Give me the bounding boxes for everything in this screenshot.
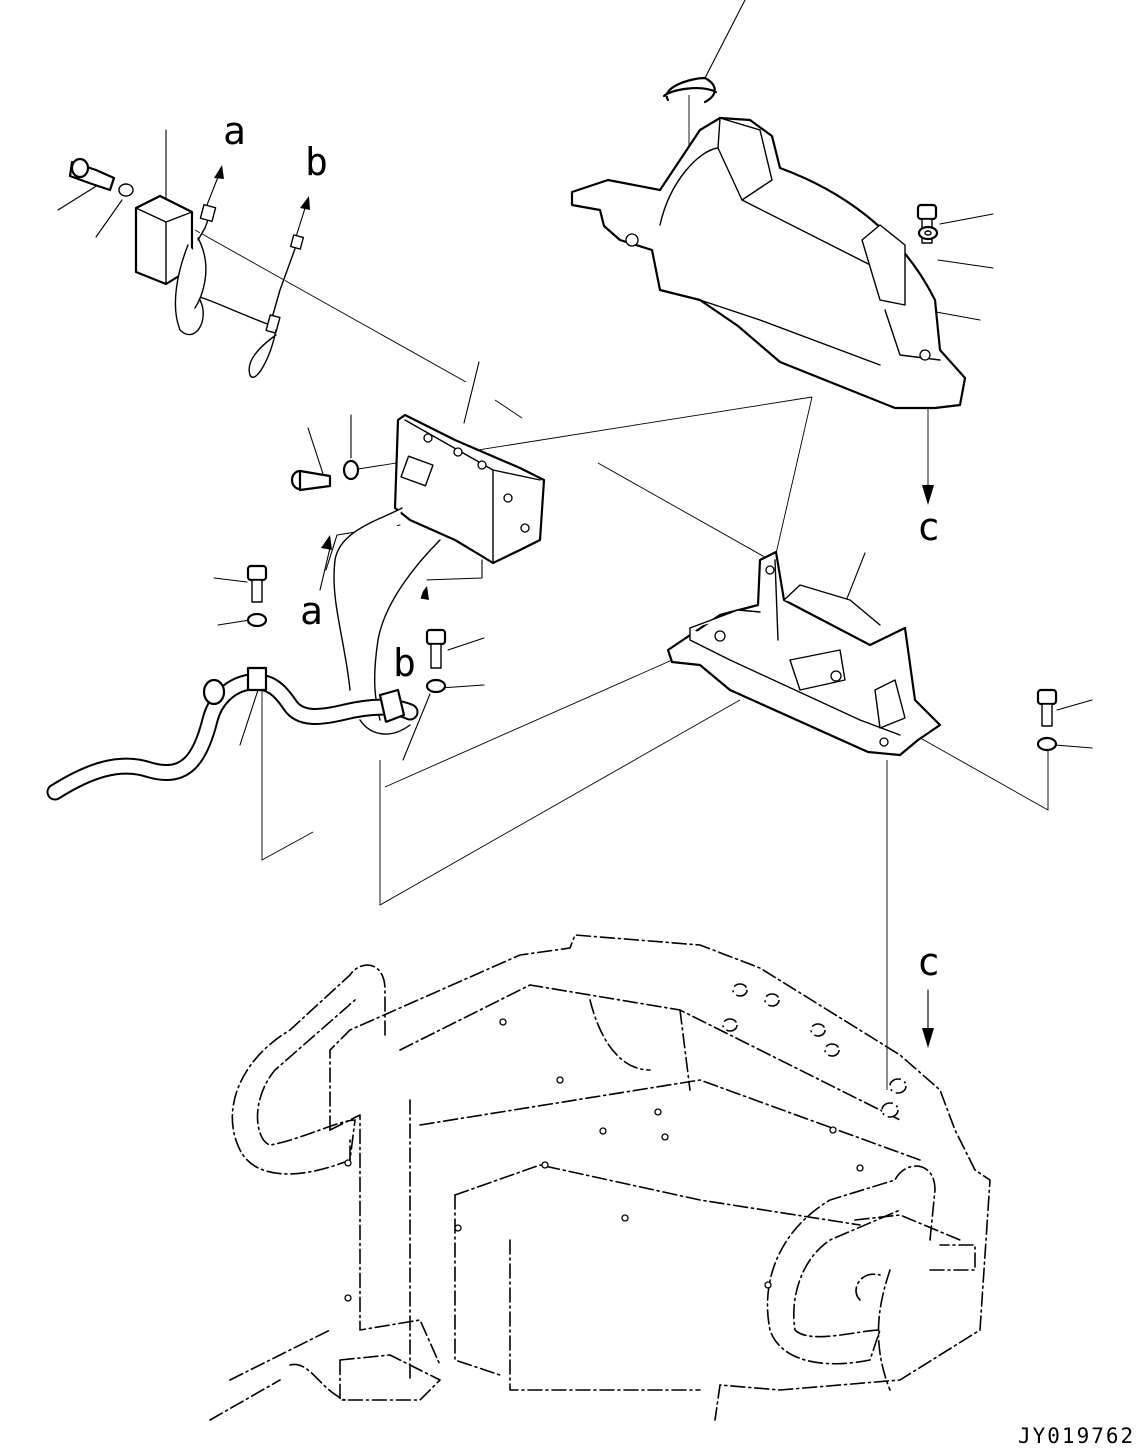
relay-box-icon — [68, 157, 305, 378]
callout-b-top: b — [305, 140, 328, 184]
drawing-code: JY019762 — [1018, 1424, 1135, 1448]
mounting-bracket-icon — [666, 550, 942, 757]
bolt-icon — [290, 469, 332, 492]
callout-c-lower: c — [917, 940, 940, 984]
washer-icon — [917, 225, 939, 241]
washer-icon — [246, 612, 447, 694]
cover-icon — [570, 76, 967, 410]
washer-icon — [342, 459, 360, 481]
bolt-icon — [1036, 688, 1058, 727]
machine-frame-icon — [209, 934, 991, 1421]
harness-clamp-icon — [246, 666, 411, 735]
callout-c-upper: c — [917, 505, 940, 549]
callout-a-top: a — [223, 109, 246, 153]
callout-a-lower: a — [300, 589, 323, 633]
callout-b-lower: b — [393, 641, 416, 685]
washer-icon — [1036, 736, 1058, 752]
bolt-icon — [246, 564, 447, 669]
hose-icon — [46, 673, 419, 801]
controller-icon — [333, 413, 546, 721]
callout-letters: a b a b c c — [223, 109, 940, 984]
